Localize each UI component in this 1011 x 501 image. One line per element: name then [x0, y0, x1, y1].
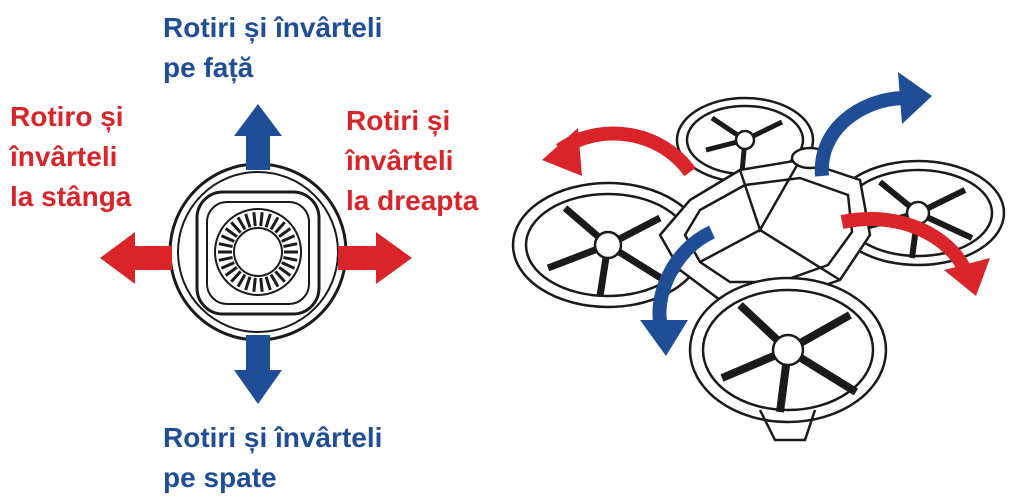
arrow-down-icon	[234, 335, 282, 404]
joystick-ridge	[283, 255, 298, 262]
joystick-ridge	[218, 242, 233, 249]
joystick-ridge	[269, 273, 280, 288]
label-line: Rotiri și învârteli	[163, 422, 383, 453]
label-line: la dreapta	[346, 185, 479, 216]
drone	[511, 96, 1006, 442]
label-flip-back: Rotiri și învârteli pe spate	[163, 418, 382, 498]
label-line: învârteli	[10, 141, 118, 172]
label-line: Rotiri și învârteli	[163, 12, 383, 43]
roll-right-arrow-icon	[840, 212, 990, 296]
joystick-ridge	[281, 261, 296, 270]
label-line: Rotiro și	[10, 101, 124, 132]
joystick-ridge	[274, 221, 286, 234]
joystick-ridge	[269, 216, 280, 231]
label-flip-left: Rotiro și învârteli la stânga	[10, 97, 131, 217]
joystick-ridge	[230, 270, 242, 283]
joystick-ridge	[283, 242, 298, 249]
joystick-ridge	[264, 276, 272, 291]
joystick-ridge	[220, 261, 235, 270]
joystick	[168, 162, 348, 342]
joystick-ridge	[236, 273, 247, 288]
arrow-left-icon	[100, 232, 172, 284]
label-line: pe spate	[163, 462, 277, 493]
joystick-ridge	[278, 227, 292, 238]
joystick-ridge	[281, 234, 296, 243]
joystick-ridge	[244, 213, 252, 228]
label-line: învârteli	[346, 145, 454, 176]
roll-left-arrow-icon	[542, 126, 696, 177]
pitch-forward-arrow-icon	[814, 72, 932, 177]
propeller-guard-rear-right	[830, 159, 1006, 267]
arrow-right-icon	[338, 232, 412, 284]
propeller-guard-front-right	[688, 276, 888, 442]
joystick-ridge	[252, 212, 257, 227]
joystick-ridge	[264, 213, 272, 228]
joystick-ridge	[236, 216, 247, 231]
label-line: la stânga	[10, 181, 132, 212]
joystick-ridge	[218, 255, 233, 262]
joystick-ridge	[224, 227, 238, 238]
joystick-ridge	[220, 234, 235, 243]
joystick-ridge	[230, 221, 242, 234]
label-line: pe față	[163, 52, 254, 83]
joystick-ridge	[252, 277, 257, 292]
joystick-ridge	[224, 266, 238, 277]
joystick-ridge	[244, 276, 252, 291]
joystick-ridge	[274, 270, 286, 283]
joystick-ridge	[259, 277, 264, 292]
joystick-ridge	[278, 266, 292, 277]
label-flip-right: Rotiri și învârteli la dreapta	[346, 101, 478, 221]
label-flip-forward: Rotiri și învârteli pe față	[163, 8, 382, 88]
joystick-ridge	[259, 212, 264, 227]
arrow-up-icon	[234, 104, 282, 170]
label-line: Rotiri și	[346, 105, 451, 136]
propeller-guard-front-left	[511, 181, 705, 309]
pitch-back-arrow-icon	[640, 225, 716, 356]
